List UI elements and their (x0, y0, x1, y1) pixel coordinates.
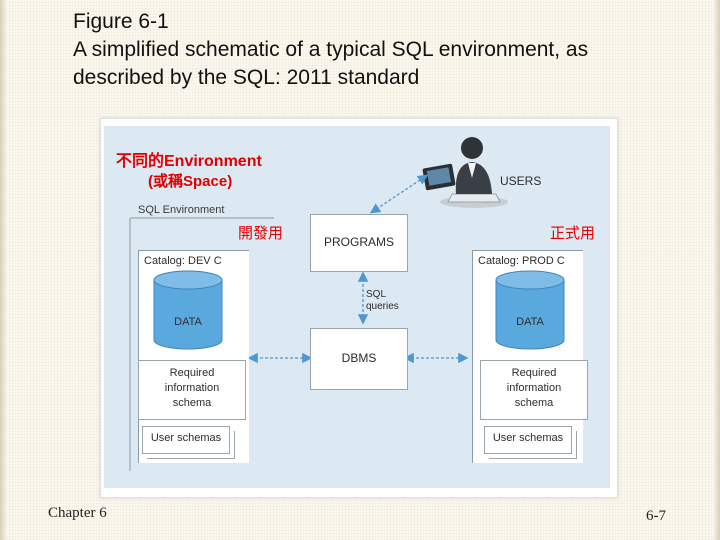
dev-required-line3: schema (172, 397, 212, 409)
prod-required-line3: schema (514, 397, 554, 409)
prod-database-icon (495, 270, 565, 350)
figure-caption-line1: A simplified schematic of a typical SQL … (73, 38, 589, 61)
sql-environment-label: SQL Environment (138, 204, 225, 216)
programs-box (310, 214, 408, 272)
figure-number: Figure 6-1 (73, 10, 169, 33)
users-label: USERS (500, 174, 542, 188)
sql-environment-diagram: USERS SQL Environment 不同的Environment (或稱… (104, 126, 610, 488)
dev-user-schemas-box (142, 426, 230, 454)
sql-queries-label: SQL queries (366, 289, 399, 313)
slide-title: Figure 6-1 A simplified schematic of a t… (73, 8, 693, 92)
prod-required-line2: information (506, 382, 562, 394)
figure-caption-line2: described by the SQL: 2011 standard (73, 66, 420, 89)
prod-user-schemas-label: User schemas (492, 432, 564, 444)
prod-annotation: 正式用 (550, 225, 596, 242)
user-computer-icon (422, 137, 508, 208)
left-page-edge (0, 0, 6, 540)
prod-user-schemas-box (484, 426, 572, 454)
prod-required-schema-box (480, 360, 588, 420)
dbms-box (310, 328, 408, 390)
connector-lines (129, 174, 469, 471)
catalog-prod-label: Catalog: PROD C (478, 255, 565, 267)
right-page-edge (714, 0, 720, 540)
dev-required-schema-box (138, 360, 246, 420)
chapter-label: Chapter 6 (48, 505, 107, 521)
dev-data-label: DATA (174, 316, 202, 328)
dev-required-schema-label: Required information schema (138, 366, 246, 411)
sql-queries-line1: SQL (366, 289, 387, 300)
dev-annotation: 開發用 (238, 225, 284, 242)
prod-data-label: DATA (516, 316, 544, 328)
space-annotation: (或稱Space) (148, 173, 233, 190)
dbms-label: DBMS (341, 351, 377, 365)
dev-required-line1: Required (169, 367, 215, 379)
page-number: 6-7 (646, 508, 666, 524)
environment-annotation: 不同的Environment (116, 153, 262, 170)
dev-required-line2: information (164, 382, 220, 394)
catalog-dev-label: Catalog: DEV C (144, 255, 222, 267)
prod-required-line1: Required (511, 367, 557, 379)
sql-queries-line2: queries (366, 301, 399, 312)
dev-user-schemas-label: User schemas (150, 432, 222, 444)
programs-label: PROGRAMS (323, 235, 394, 249)
dev-database-icon (153, 270, 223, 350)
prod-required-schema-label: Required information schema (480, 366, 588, 411)
